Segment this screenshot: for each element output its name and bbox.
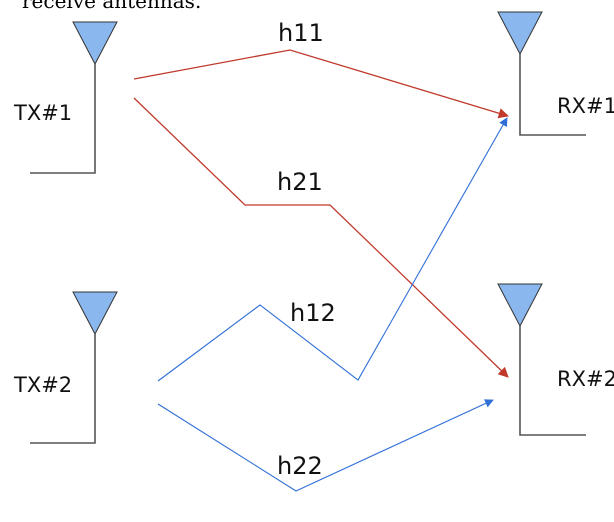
rx1-antenna: RX#1 [497,11,614,136]
rx2-antenna-mast [519,326,586,436]
channel-path-h11 [133,49,509,119]
tx2-label: TX#2 [13,373,72,397]
channel-path-h12 [157,117,508,382]
tx1-antenna-icon [72,21,118,66]
rx1-antenna-mast [519,54,586,136]
rx2-label: RX#2 [557,367,614,391]
h12-label: h12 [290,299,336,327]
caption-text: receive antennas. [22,0,201,13]
tx1-antenna-mast [30,64,96,174]
tx2-antenna: TX#2 [13,291,118,444]
h22-label: h22 [277,452,323,480]
tx2-antenna-mast [30,334,96,444]
channel-path-h22 [157,399,494,492]
tx1-label: TX#1 [13,101,72,125]
h21-label: h21 [277,168,323,196]
h11-label: h11 [278,19,324,47]
channel-path-h21 [133,97,509,378]
rx1-antenna-icon [497,11,543,56]
tx1-antenna: TX#1 [13,21,118,174]
rx2-antenna-icon [497,283,543,328]
rx2-antenna: RX#2 [497,283,614,436]
tx2-antenna-icon [72,291,118,336]
rx1-label: RX#1 [557,94,614,118]
